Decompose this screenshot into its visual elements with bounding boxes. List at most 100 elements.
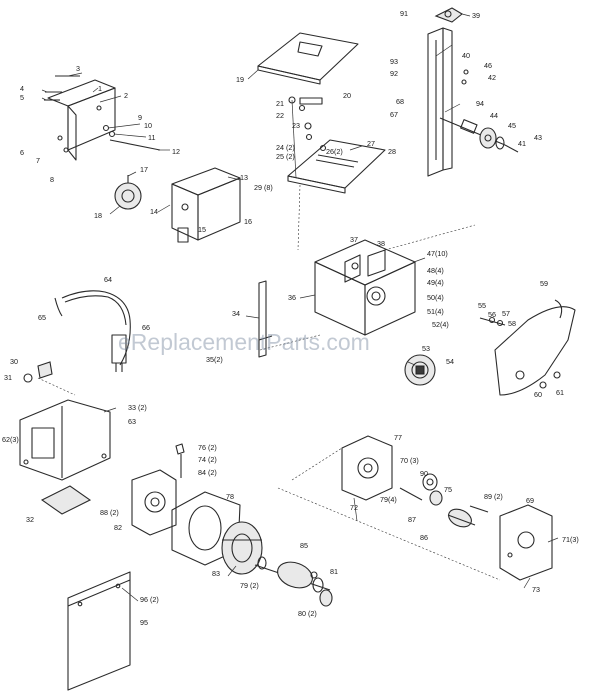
assembly-guides [259,184,501,581]
callout-31: 31 [4,373,12,382]
callout-59: 59 [540,279,548,288]
part-40-column [427,7,463,177]
callout-82: 82 [114,523,122,532]
callout-80: 80 (2) [298,609,317,618]
callout-63: 63 [128,417,136,426]
callout-40: 40 [462,51,470,60]
callout-75: 75 [444,485,452,494]
watermark-text: eReplacementParts.com [118,329,370,355]
part-63-plate [19,399,111,481]
callout-78: 78 [226,492,234,501]
callout-91: 91 [400,9,408,18]
callout-4: 4 [20,84,24,93]
callout-38: 38 [377,239,385,248]
callout-46: 46 [484,61,492,70]
callout-23: 23 [292,121,300,130]
callout-79b: 79 (2) [240,581,259,590]
callout-56: 56 [488,310,496,319]
callout-36: 36 [288,293,296,302]
callout-13: 13 [240,173,248,182]
callout-51: 51(4) [427,307,444,316]
callout-2: 2 [124,91,128,100]
callout-18: 18 [94,211,102,220]
part-86-capacitor [447,508,476,528]
callout-90: 90 [420,469,428,478]
callout-16: 16 [244,217,252,226]
callout-72: 72 [350,503,358,512]
callout-71: 71(3) [562,535,579,544]
callout-3: 3 [76,64,80,73]
part-69-side-plate [499,504,553,581]
cover-hardware [479,316,561,389]
callout-58: 58 [508,319,516,328]
callout-12: 12 [172,147,180,156]
part-34-bracket [258,280,273,358]
callout-10: 10 [144,121,152,130]
callout-29: 29 (8) [254,183,273,192]
callout-28: 28 [388,147,396,156]
callout-65: 65 [38,313,46,322]
part-32-pad [40,485,92,515]
part-19-table-top [257,32,359,85]
callout-64: 64 [104,275,112,284]
part-82-end-bell [131,469,177,536]
callout-25: 25 (2) [276,152,295,161]
callout-57: 57 [502,309,510,318]
callout-93: 93 [390,57,398,66]
bearing-parts [399,473,489,513]
callout-5: 5 [20,93,24,102]
callout-73: 73 [532,585,540,594]
part-30-31-switch-parts [23,361,76,396]
part-85-rotor [254,556,331,593]
callout-79a: 79(4) [380,495,397,504]
callout-41: 41 [518,139,526,148]
part-95-panel [67,571,131,691]
callout-89: 89 (2) [484,492,503,501]
part-80-81-bearing [310,571,333,607]
part-59-side-cover [494,299,576,396]
callout-69: 69 [526,496,534,505]
callout-8: 8 [50,175,54,184]
callout-47: 47(10) [427,249,448,258]
callout-55: 55 [478,301,486,310]
part-18-knob [114,175,142,210]
callout-85: 85 [300,541,308,550]
callout-30: 30 [10,357,18,366]
part-83-stator [221,521,263,575]
callout-49: 49(4) [427,278,444,287]
callout-70: 70 (3) [400,456,419,465]
callout-77: 77 [394,433,402,442]
callout-62: 62(3) [2,435,19,444]
table-hardware [288,96,327,179]
callout-74: 74 (2) [198,455,217,464]
callout-33: 33 (2) [128,403,147,412]
callout-61: 61 [556,388,564,397]
callout-11: 11 [148,133,155,142]
left-bracket-assembly [44,75,161,161]
arbor-assembly [439,69,519,153]
callout-81: 81 [330,567,338,576]
callout-6: 6 [20,148,24,157]
callout-53: 53 [422,344,430,353]
callout-15: 15 [198,225,206,234]
part-13-housing [171,167,241,243]
part-36-base-box [314,239,416,336]
callout-83: 83 [212,569,220,578]
callout-37: 37 [350,235,358,244]
callout-20: 20 [343,91,351,100]
callout-66: 66 [142,323,150,332]
callout-43: 43 [534,133,542,142]
callout-42: 42 [488,73,496,82]
part-28-table-plate [287,139,386,194]
callout-54: 54 [446,357,454,366]
callout-84: 84 (2) [198,468,217,477]
callout-32: 32 [26,515,34,524]
callout-34: 34 [232,309,240,318]
callout-22: 22 [276,111,284,120]
callout-39: 39 [472,11,480,20]
part-66-cord [54,290,131,372]
callout-96: 96 (2) [140,595,159,604]
callout-7: 7 [36,156,40,165]
callout-27: 27 [367,139,375,148]
